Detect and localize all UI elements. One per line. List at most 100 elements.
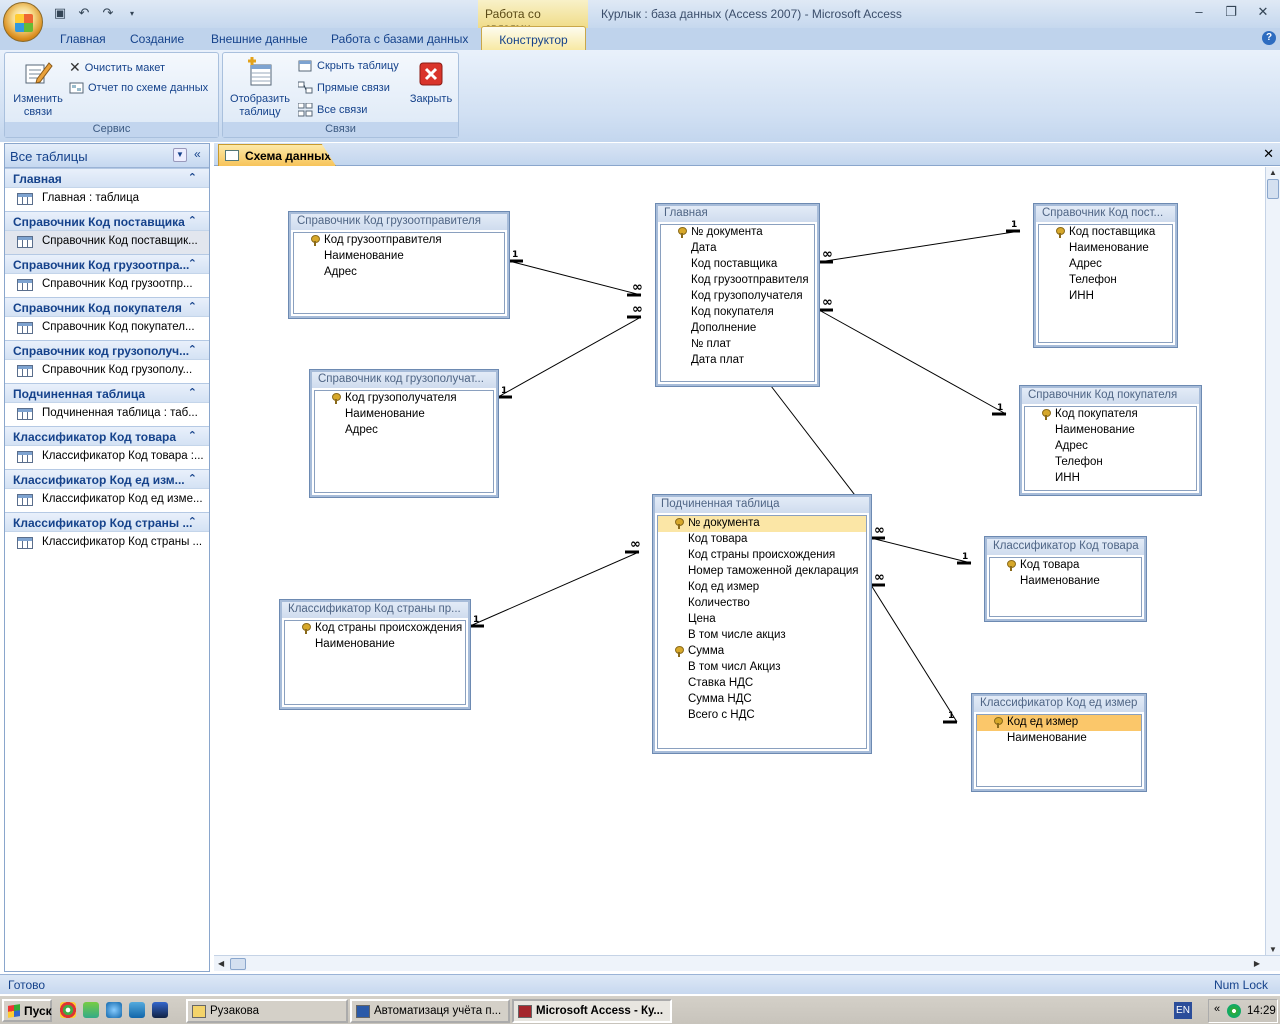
table-field[interactable]: Код страны происхождения [658,548,866,564]
tab-create[interactable]: Создание [130,32,185,46]
table-field[interactable]: Код поставщика [661,257,814,273]
table-field[interactable]: Код грузополучателя [315,391,493,407]
nav-dropdown-icon[interactable]: ▼ [173,148,187,162]
show-table-button[interactable]: Отобразить таблицу [225,57,295,119]
scroll-down-icon[interactable]: ▼ [1269,945,1277,954]
table-field[interactable]: Код товара [658,532,866,548]
nav-item-table[interactable]: Подчиненная таблица : таб... [5,403,209,426]
table-field[interactable]: Всего с НДС [658,708,866,724]
nav-group-header[interactable]: Справочник Код грузоотпра...⌃ [5,254,209,274]
scroll-right-icon[interactable]: ▶ [1253,959,1260,968]
table-window-title[interactable]: Классификатор Код товара [987,539,1144,555]
table-field[interactable]: ИНН [1025,471,1196,487]
customize-qat-icon[interactable]: ▾ [129,8,134,18]
collapse-group-icon[interactable]: ⌃ [187,172,197,184]
table-field[interactable]: Количество [658,596,866,612]
nav-group-header[interactable]: Справочник код грузополуч...⌃ [5,340,209,360]
clear-layout-button[interactable]: ✕Очистить макет [69,59,165,76]
nav-group-header[interactable]: Справочник Код поставщика⌃ [5,211,209,231]
scroll-left-icon[interactable]: ◀ [218,959,225,968]
language-indicator[interactable]: EN [1174,1002,1192,1019]
edit-relationships-button[interactable]: Изменить связи [8,57,68,119]
start-button[interactable]: Пуск [2,999,52,1022]
table-window-title[interactable]: Справочник Код грузоотправителя [291,214,507,230]
nav-item-table[interactable]: Главная : таблица [5,188,209,211]
vertical-scroll-thumb[interactable] [1267,179,1279,199]
nav-item-table[interactable]: Классификатор Код товара :... [5,446,209,469]
relationship-line[interactable] [818,309,1007,415]
table-field[interactable]: № документа [661,225,814,241]
all-relationships-button[interactable]: Все связи [298,103,367,117]
taskbar-item-word[interactable]: Автоматизаця учёта п... [350,999,510,1023]
restore-icon[interactable]: ❐ [1225,4,1237,19]
quicklaunch-browser-icon[interactable] [129,1002,145,1018]
taskbar-item-access[interactable]: Microsoft Access - Ку... [512,999,672,1023]
table-field[interactable]: Телефон [1025,455,1196,471]
nav-group-header[interactable]: Главная⌃ [5,168,209,188]
collapse-group-icon[interactable]: ⌃ [187,473,197,485]
horizontal-scroll-thumb[interactable] [230,958,246,970]
close-relationships-button[interactable]: Закрыть [405,57,457,106]
table-field[interactable]: Код покупателя [661,305,814,321]
tab-external-data[interactable]: Внешние данные [211,32,308,46]
table-window-title[interactable]: Классификатор Код ед измер [974,696,1144,712]
horizontal-scrollbar[interactable]: ◀▶ [214,955,1280,971]
table-field[interactable]: ИНН [1039,289,1172,305]
relationship-report-button[interactable]: Отчет по схеме данных [69,81,208,95]
internet-explorer-icon[interactable] [106,1002,122,1018]
direct-relationships-button[interactable]: Прямые связи [298,81,390,95]
relationship-line[interactable] [469,551,640,627]
nav-item-table[interactable]: Справочник Код грузополу... [5,360,209,383]
nav-item-table[interactable]: Справочник Код покупател... [5,317,209,340]
collapse-group-icon[interactable]: ⌃ [187,430,197,442]
table-field[interactable]: Адрес [1039,257,1172,273]
collapse-group-icon[interactable]: ⌃ [187,344,197,356]
table-field[interactable]: Сумма НДС [658,692,866,708]
nav-group-header[interactable]: Классификатор Код страны ...⌃ [5,512,209,532]
table-field[interactable]: № плат [661,337,814,353]
minimize-icon[interactable]: – [1195,4,1203,19]
table-field[interactable]: Код товара [990,558,1141,574]
nav-collapse-icon[interactable]: « [194,147,201,161]
close-document-icon[interactable]: ✕ [1263,146,1274,161]
table-window-title[interactable]: Подчиненная таблица [655,497,869,513]
table-field[interactable]: Телефон [1039,273,1172,289]
table-field[interactable]: Адрес [294,265,504,281]
chrome-icon[interactable] [60,1002,76,1018]
table-field[interactable]: Цена [658,612,866,628]
close-icon[interactable]: ✕ [1257,4,1269,19]
relationship-line[interactable] [870,537,972,564]
table-field[interactable]: Наименование [315,407,493,423]
nav-group-header[interactable]: Классификатор Код товара⌃ [5,426,209,446]
table-field[interactable]: В том числ Акциз [658,660,866,676]
collapse-group-icon[interactable]: ⌃ [187,301,197,313]
table-window-title[interactable]: Справочник код грузополучат... [312,372,496,388]
redo-icon[interactable]: ↷ [102,5,114,20]
relationships-tab[interactable]: Схема данных [218,144,336,166]
collapse-group-icon[interactable]: ⌃ [187,516,197,528]
relationship-line[interactable] [818,230,1021,263]
relationship-line[interactable] [770,385,872,517]
table-field[interactable]: Дополнение [661,321,814,337]
table-field[interactable]: Код ед измер [658,580,866,596]
relationship-line[interactable] [508,260,642,296]
tab-database-tools[interactable]: Работа с базами данных [331,32,469,46]
nav-item-table[interactable]: Классификатор Код ед изме... [5,489,209,512]
table-field[interactable]: Наименование [1039,241,1172,257]
table-field[interactable]: Сумма [658,644,866,660]
table-field[interactable]: Наименование [990,574,1141,590]
table-field[interactable]: В том числе акциз [658,628,866,644]
nav-header[interactable]: Все таблицы▼« [5,144,209,168]
tab-home[interactable]: Главная [60,32,106,46]
table-field[interactable]: Наименование [1025,423,1196,439]
table-field[interactable]: Наименование [977,731,1141,747]
table-window-gruzopol[interactable]: Справочник код грузополучат... Код грузоп… [310,370,498,497]
quicklaunch-app-icon[interactable] [83,1002,99,1018]
nav-item-table[interactable]: Справочник Код поставщик... [5,231,209,254]
table-field[interactable]: Код поставщика [1039,225,1172,241]
